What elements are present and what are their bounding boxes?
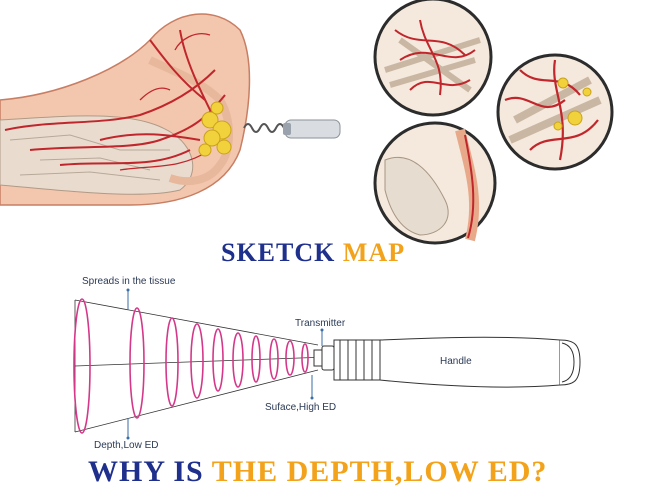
elbow-anatomy-illustration: [0, 13, 251, 206]
why-depth-heading: WHY IS THE DEPTH,LOW ED?: [88, 455, 547, 489]
shockwave-probe-icon: [243, 119, 341, 139]
magnified-tendon-view-icon: [373, 0, 493, 117]
handpiece-device: [313, 336, 581, 388]
wave-front-rings: [73, 298, 309, 434]
magnified-calcification-view-icon: [496, 53, 614, 171]
label-transmitter: Transmitter: [295, 318, 346, 329]
label-handle: Handle: [440, 356, 472, 367]
label-surface-high-ed: Suface,High ED: [265, 402, 337, 413]
magnified-joint-view-icon: [373, 121, 497, 245]
label-spreads-in-tissue: Spreads in the tissue: [82, 276, 176, 287]
shockwave-propagation-diagram: [73, 288, 581, 440]
why-depth-heading-part1: WHY IS: [88, 455, 212, 488]
label-depth-low-ed: Depth,Low ED: [94, 440, 159, 451]
sketch-map-heading-part1: SKETCK: [221, 238, 343, 267]
sketch-map-heading-part2: MAP: [342, 238, 406, 267]
sketch-map-heading: SKETCK MAP: [221, 238, 405, 268]
why-depth-heading-part2: THE DEPTH,LOW ED?: [211, 455, 548, 488]
